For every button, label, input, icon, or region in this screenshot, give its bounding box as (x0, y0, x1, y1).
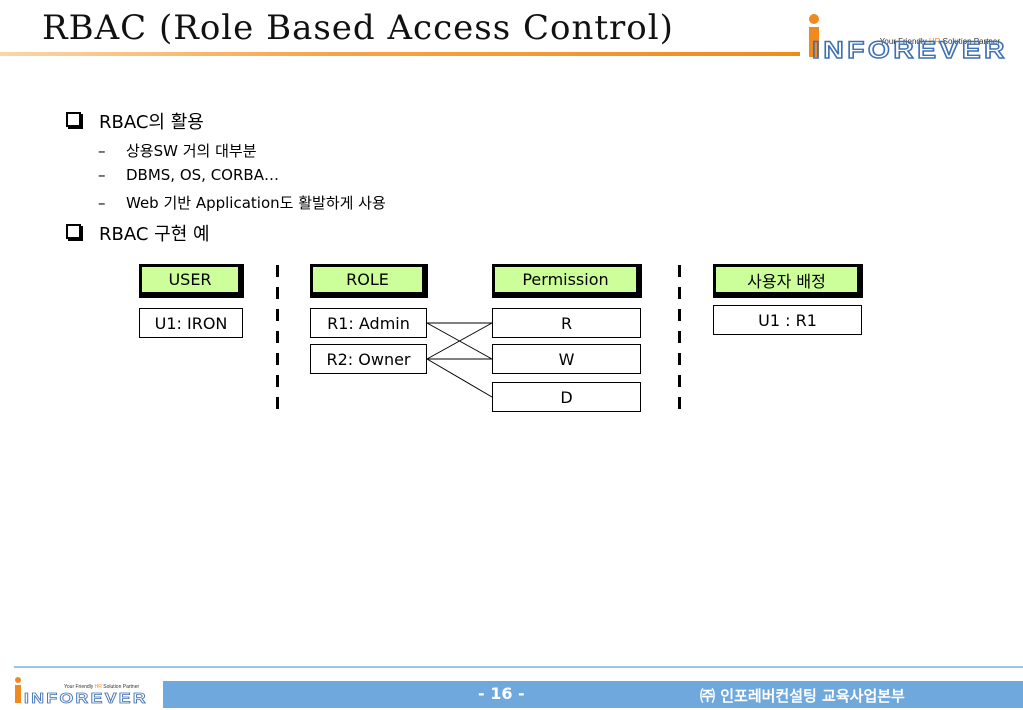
footer-logo-tagline: Your Friendly HR Solution Partner (64, 684, 139, 690)
sub-item: –Web 기반 Application도 활발하게 사용 (98, 194, 386, 212)
logo-tagline: Your Friendly HR Solution Partner (879, 37, 1000, 46)
permission-cell-r: R (492, 308, 641, 338)
role-cell-admin: R1: Admin (310, 308, 427, 338)
footer-rule (14, 666, 1023, 668)
inforever-logo: Your Friendly HR Solution Partner (802, 10, 1012, 62)
permission-cell-d: D (492, 382, 641, 412)
inforever-wordmark: INFOREVER (812, 38, 1008, 60)
footer-logo: Your Friendly HR Solution Partner INFORE… (12, 676, 152, 707)
assignment-header: 사용자 배정 (713, 264, 863, 298)
sub-item: –상용SW 거의 대부분 (98, 142, 257, 160)
footer-organization: ㈜ 인포레버컨설팅 교육사업본부 (700, 687, 905, 705)
logo-wordmark-text: INFOREVER (812, 38, 1008, 60)
role-cell-owner: R2: Owner (310, 344, 427, 374)
separator-dashed (678, 265, 681, 415)
user-cell: U1: IRON (139, 308, 243, 338)
footer-bar (163, 681, 1023, 708)
bullet-rbac-example: RBAC 구현 예 (66, 220, 210, 246)
bullet-rbac-usage: RBAC의 활용 (66, 108, 204, 134)
user-header: USER (139, 264, 244, 298)
sub-item: –DBMS, OS, CORBA… (98, 166, 279, 184)
role-header: ROLE (310, 264, 428, 298)
footer-logo-wordmark: INFOREVER (24, 690, 148, 706)
person-icon (809, 14, 819, 57)
checkbox-bullet-icon (66, 224, 81, 239)
assignment-cell: U1 : R1 (713, 305, 862, 335)
title-underline (0, 52, 800, 56)
separator-dashed (276, 265, 279, 415)
page-title: RBAC (Role Based Access Control) (42, 8, 674, 48)
permission-header: Permission (492, 264, 642, 298)
checkbox-bullet-icon (66, 112, 81, 127)
page-number: - 16 - (478, 684, 525, 703)
permission-cell-w: W (492, 344, 641, 374)
